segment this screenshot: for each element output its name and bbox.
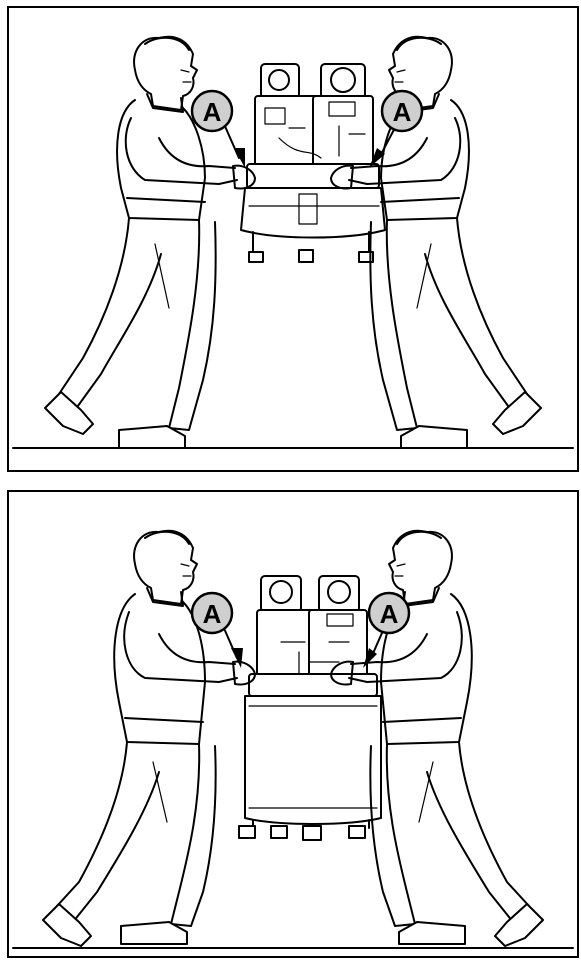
callout-a-left: A [192, 91, 232, 131]
callout-a-right-label: A [380, 599, 399, 629]
illustration-panel-top: A A [7, 6, 579, 472]
illustration-panel-bottom: A A [7, 490, 579, 958]
callout-a-left-label: A [203, 97, 222, 127]
callout-a-right: A [382, 91, 422, 131]
two-person-lift-drawing-short-tank: A A [9, 8, 577, 470]
callout-a-right-label: A [393, 97, 412, 127]
callout-a-left: A [192, 593, 232, 633]
callout-a-right: A [369, 593, 409, 633]
callout-a-left-label: A [203, 599, 222, 629]
two-person-lift-drawing-tall-tank: A A [9, 492, 577, 956]
